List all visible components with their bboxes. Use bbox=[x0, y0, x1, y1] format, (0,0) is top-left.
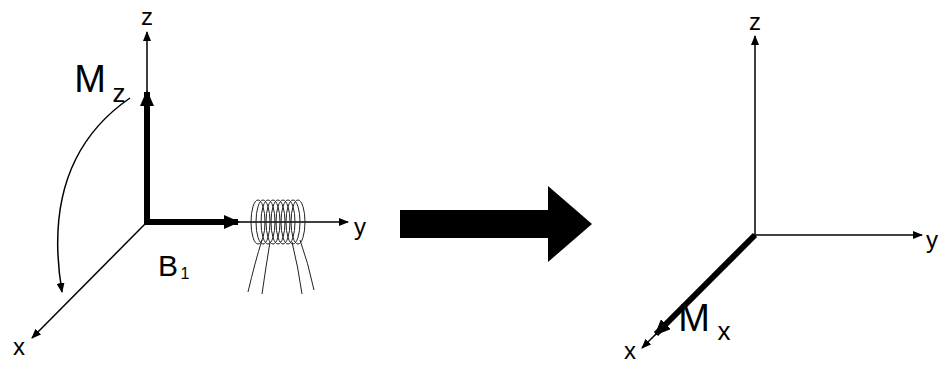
coil-winding bbox=[291, 200, 305, 244]
axis-label: x bbox=[13, 335, 25, 359]
coil-lead bbox=[292, 242, 302, 294]
axis-label: y bbox=[926, 228, 938, 252]
vector-label: M bbox=[74, 60, 106, 98]
coil-lead bbox=[248, 240, 262, 292]
rotation-arrow bbox=[58, 98, 130, 292]
transition-arrow bbox=[400, 186, 592, 262]
z-axis bbox=[754, 36, 756, 235]
vector-subscript: z bbox=[113, 80, 126, 106]
vector-subscript: x bbox=[718, 318, 731, 344]
vector-subscript: 1 bbox=[181, 266, 190, 282]
vector-label: B bbox=[158, 251, 178, 281]
y-axis bbox=[755, 234, 922, 236]
axis-label: y bbox=[354, 215, 366, 239]
rf-coil bbox=[248, 200, 314, 294]
x-axis bbox=[642, 235, 755, 348]
coil-lead bbox=[300, 240, 314, 290]
magnetization-vector bbox=[144, 92, 150, 224]
b1-field-vector bbox=[145, 219, 238, 225]
axis-label: z bbox=[749, 10, 761, 34]
vector-label: M bbox=[678, 299, 710, 337]
x-axis bbox=[32, 222, 147, 338]
coil-lead bbox=[262, 242, 270, 294]
axis-label: x bbox=[624, 339, 636, 363]
axis-label: z bbox=[141, 5, 153, 29]
